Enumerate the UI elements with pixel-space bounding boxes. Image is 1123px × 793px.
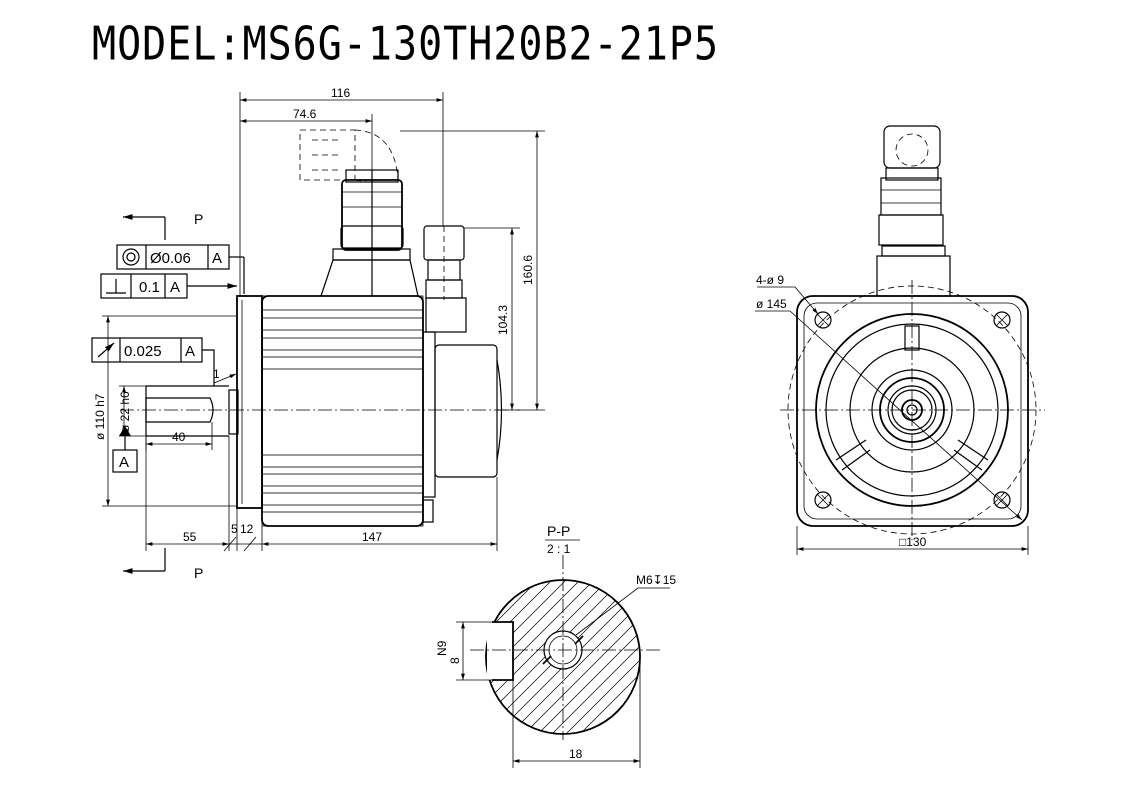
power-connector: [299, 129, 419, 297]
front-view: 4-ø 9 ø 145 □130: [755, 125, 1045, 555]
shaft-outline: [145, 385, 229, 437]
section-mark-top: P: [194, 211, 203, 227]
dim-74-6-text: 74.6: [293, 107, 317, 121]
keyway: [492, 621, 514, 681]
perpendicularity-datum: A: [170, 279, 180, 296]
dim-diameter-text: 18: [569, 747, 583, 761]
dim-holes-text: 4-ø 9: [756, 273, 784, 287]
concentricity-value: Ø0.06: [150, 250, 191, 267]
dim-key: N9 8: [435, 621, 492, 681]
dim-chamfer-text: 1: [213, 367, 220, 381]
dim-pcd-text: ø 145: [756, 297, 787, 311]
dim-5-text: 5: [231, 522, 238, 536]
dim-key-width: N9: [435, 640, 449, 656]
spigot: [228, 389, 239, 435]
section-view: P-P 2 : 1 M6↧15 N9 8: [435, 523, 676, 768]
model-title: MODEL:MS6G-130TH20B2-21P5: [92, 18, 720, 71]
dim-40-text: 40: [172, 430, 186, 444]
dim-chamfer: 1: [213, 367, 237, 384]
encoder-housing: [434, 344, 498, 478]
dim-shaft-dia: ø 22 h6: [118, 385, 146, 437]
section-arrow-top: P: [123, 211, 203, 240]
runout-frame: 0.025 A: [91, 337, 215, 386]
dim-key-val: 8: [448, 657, 462, 664]
perpendicularity-value: 0.1: [139, 279, 160, 296]
side-view: P P: [91, 86, 545, 581]
runout-value: 0.025: [124, 343, 162, 360]
dim-diameter: 18: [512, 660, 641, 768]
dim-thread: M6↧15: [575, 573, 676, 636]
motor-body: [261, 295, 424, 527]
encoder-connector: [423, 225, 467, 333]
dim-holes: 4-ø 9: [756, 273, 819, 315]
dim-116: 116: [239, 86, 444, 296]
rear-cover: [422, 331, 436, 498]
section-scale: 2 : 1: [547, 542, 571, 556]
motor-fins: [261, 295, 424, 527]
dim-spigot: ø 110 h7: [93, 315, 236, 507]
dim-12-text: 12: [240, 522, 254, 536]
dim-55-text: 55: [183, 530, 197, 544]
dim-160-6: 160.6: [400, 130, 545, 411]
dim-104-3: 104.3: [464, 227, 520, 410]
dim-116-text: 116: [331, 86, 350, 100]
dim-square-text: □130: [899, 535, 927, 549]
dim-104-3-text: 104.3: [496, 305, 510, 335]
shaft: [145, 397, 214, 423]
section-title: P-P: [547, 523, 570, 539]
dim-bottom-row: 55 5 12 147: [145, 436, 498, 552]
dim-pcd: ø 145: [755, 297, 1023, 521]
concentricity-frame: Ø0.06 A: [116, 244, 245, 294]
mount-holes: [814, 311, 1011, 509]
perpendicularity-frame: 0.1 A: [100, 273, 237, 299]
datum-a-label: A: [119, 454, 129, 471]
runout-datum: A: [185, 343, 195, 360]
dim-spigot-text: ø 110 h7: [93, 393, 107, 440]
front-connector: [876, 125, 951, 297]
dim-square: □130: [796, 526, 1029, 555]
dim-160-6-text: 160.6: [521, 255, 535, 285]
dim-shaft-dia-text: ø 22 h6: [118, 391, 132, 432]
dim-thread-text: M6↧15: [636, 573, 676, 587]
flange-plate: [236, 295, 263, 509]
concentricity-datum: A: [212, 250, 222, 267]
front-flange-square: [796, 295, 1029, 527]
section-mark-bottom: P: [194, 565, 203, 581]
dim-147-text: 147: [362, 530, 382, 544]
section-arrow-bottom: P: [123, 548, 203, 581]
dim-74-6: 74.6: [240, 107, 373, 170]
